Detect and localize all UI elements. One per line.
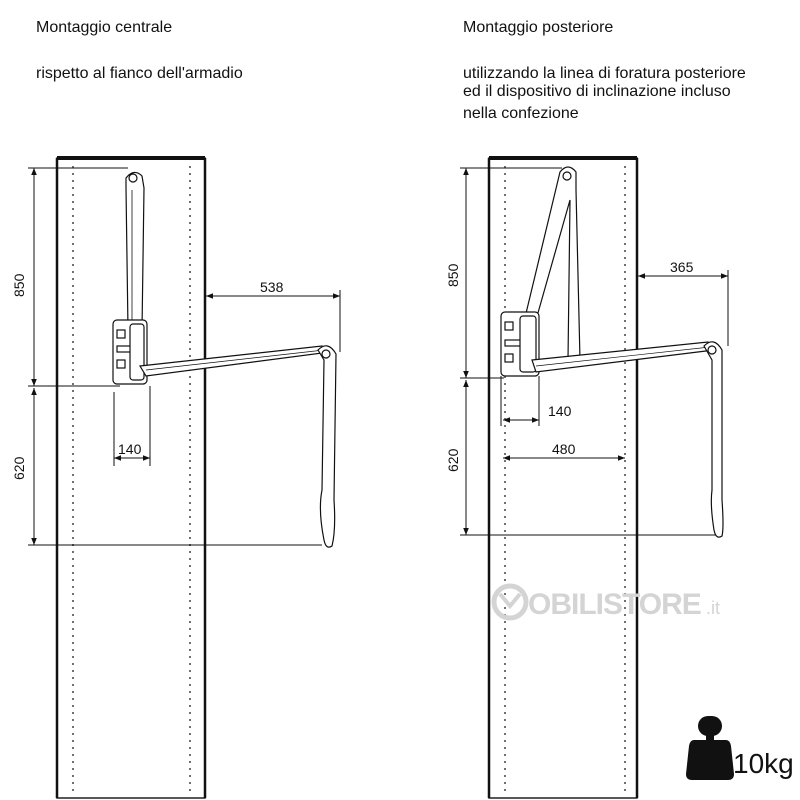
left-title: Montaggio centrale	[36, 19, 173, 36]
left-dim-538: 538	[260, 279, 284, 295]
right-dim-140: 140	[548, 403, 572, 419]
weight-label: 10kg	[733, 748, 794, 779]
right-dim-620: 620	[445, 448, 461, 472]
watermark-brand: OBILISTORE	[528, 588, 701, 621]
left-wardrobe-lift	[112, 171, 337, 548]
right-dimensions	[460, 167, 729, 536]
watermark-tld: .it	[706, 598, 720, 618]
watermark-logo: OBILISTORE .it	[491, 583, 720, 621]
left-dim-140: 140	[118, 441, 142, 457]
right-subtitle-line-1: utilizzando la linea di foratura posteri…	[463, 65, 746, 82]
right-dim-850: 850	[445, 263, 461, 287]
right-dim-480: 480	[552, 441, 576, 457]
right-subtitle-line-2: ed il dispositivo di inclinazione inclus…	[463, 83, 731, 100]
left-dim-620: 620	[11, 456, 27, 480]
left-dim-850: 850	[11, 273, 27, 297]
right-title: Montaggio posteriore	[463, 19, 614, 36]
right-dim-365: 365	[670, 259, 694, 275]
right-cabinet-side	[487, 156, 639, 799]
left-cabinet-side	[55, 156, 207, 799]
left-dimensions	[28, 167, 341, 546]
weight-icon	[686, 716, 734, 780]
right-wardrobe-lift	[500, 166, 724, 538]
right-subtitle-line-3: nella confezione	[463, 105, 579, 122]
left-subtitle: rispetto al fianco dell'armadio	[36, 65, 243, 82]
